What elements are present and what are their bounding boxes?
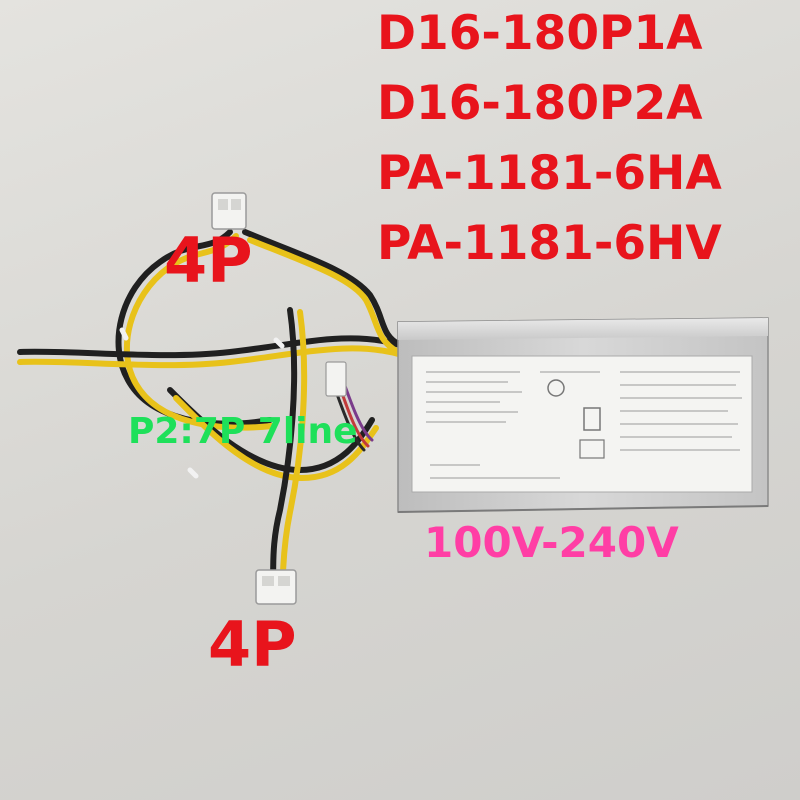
model-number-2: D16-180P2A [377, 76, 703, 131]
connector-top [211, 192, 247, 230]
connector-bottom [255, 569, 297, 605]
voltage-label: 100V-240V [424, 518, 679, 567]
model-number-1: D16-180P1A [377, 6, 703, 61]
connector-7pin [325, 361, 347, 397]
connector-label-top: 4P [164, 224, 253, 297]
model-number-3: PA-1181-6HA [377, 146, 722, 201]
connector-label-bottom: 4P [208, 608, 297, 681]
psu-box [397, 317, 769, 513]
pin-info-label: P2:7P 7line [128, 411, 358, 452]
model-number-4: PA-1181-6HV [377, 216, 722, 271]
